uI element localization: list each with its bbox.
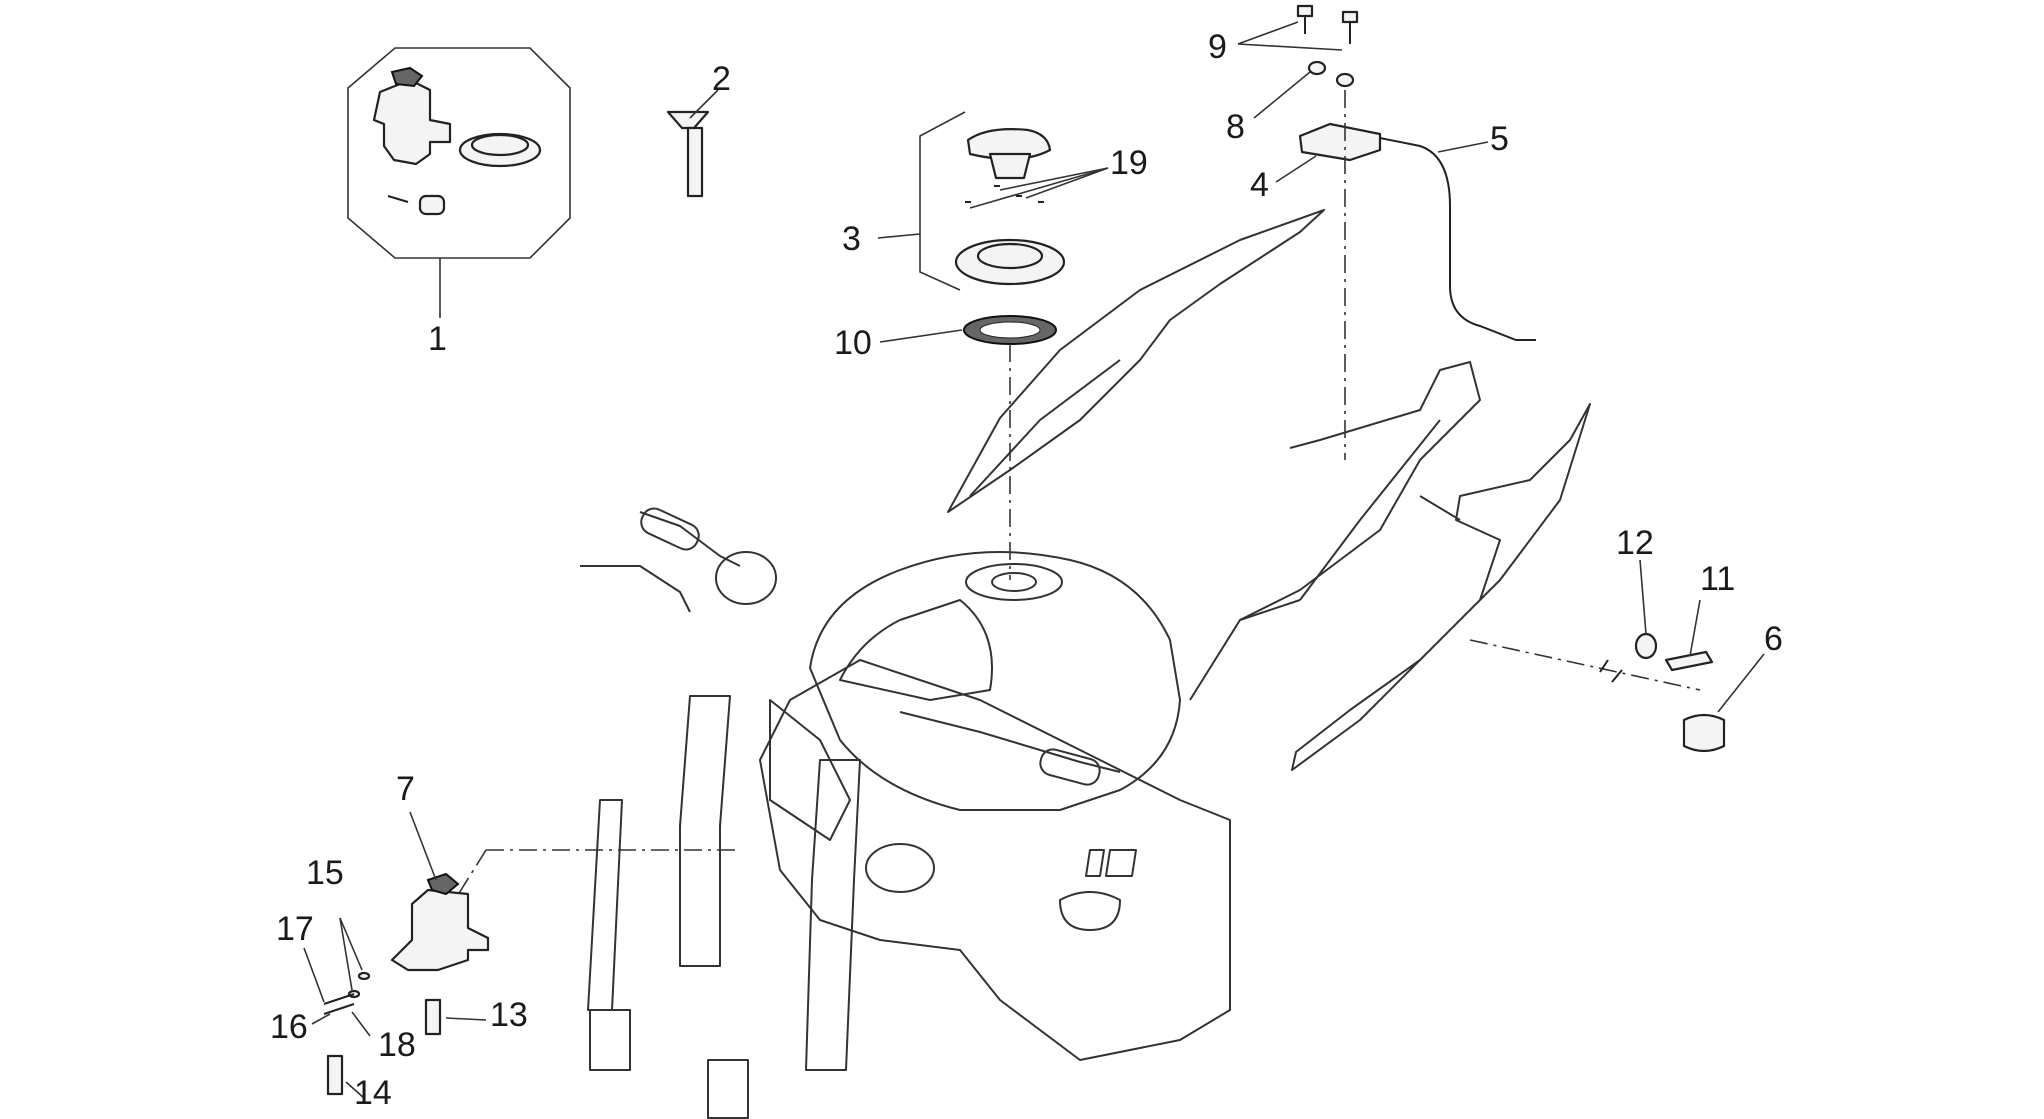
key-part: [666, 110, 710, 130]
mount-plate-part: [1298, 122, 1382, 162]
release-cable-part: [1379, 137, 1536, 341]
callout-2: 2: [712, 60, 731, 98]
small-screw-part: [387, 195, 409, 203]
steering-lock-group: [303, 811, 490, 1099]
callout-7: 7: [396, 770, 415, 808]
steering-lock-key: [426, 872, 460, 896]
washer-left-part: [1307, 60, 1327, 76]
bolt-13-part: [424, 998, 442, 1036]
washer-right-part: [1335, 72, 1355, 88]
filler-cap-neck: [988, 152, 1032, 180]
callout-17: 17: [276, 910, 314, 948]
callout-18: 18: [378, 1026, 416, 1064]
callout-labels: 1 2 3 4 5 6 7 8 9 10 11 12 13 14 15 16 1…: [270, 28, 1783, 1112]
bushing-part: [418, 194, 446, 216]
callout-9: 9: [1208, 28, 1227, 66]
pin-part: [323, 993, 355, 1015]
lock-set-group: [347, 47, 571, 318]
callout-15: 15: [306, 854, 344, 892]
callout-13: 13: [490, 996, 528, 1034]
callout-11: 11: [1700, 560, 1735, 598]
bolt-14-part: [326, 1054, 344, 1096]
callout-1: 1: [428, 320, 447, 358]
fuel-cap-top: [470, 133, 530, 157]
bolt-right-part: [1341, 10, 1359, 24]
key-part-group: [666, 89, 719, 198]
cam-washer-part: [1634, 632, 1658, 660]
callout-6: 6: [1764, 620, 1783, 658]
callout-12: 12: [1616, 524, 1654, 562]
key-blade: [686, 126, 704, 198]
filler-cap-group: [877, 111, 1109, 580]
ignition-lock-part: [372, 78, 452, 166]
o-ring-upper: [357, 971, 371, 981]
bolt-left-part: [1296, 4, 1314, 18]
fuel-tank-outline: [809, 551, 1181, 811]
callout-3: 3: [842, 220, 861, 258]
callout-5: 5: [1490, 120, 1509, 158]
callout-8: 8: [1226, 108, 1245, 146]
lock-cylinder-part: [1682, 713, 1726, 753]
callout-19: 19: [1110, 144, 1148, 182]
filler-ring-inner: [976, 242, 1044, 270]
steering-lock-part: [390, 888, 490, 972]
callout-4: 4: [1250, 166, 1269, 204]
seat-release-lock-group: [1469, 559, 1765, 753]
front-fork-left: [679, 695, 731, 967]
callout-16: 16: [270, 1008, 308, 1046]
cam-lever-part: [1664, 650, 1714, 672]
ignition-key-part: [390, 66, 424, 88]
motorcycle-frame: [435, 209, 1591, 1119]
lock-set-outline: [347, 47, 571, 259]
front-fork-right: [805, 759, 861, 1071]
callout-14: 14: [354, 1074, 392, 1112]
seat-lock-group: [1237, 4, 1536, 460]
callout-10: 10: [834, 324, 872, 362]
